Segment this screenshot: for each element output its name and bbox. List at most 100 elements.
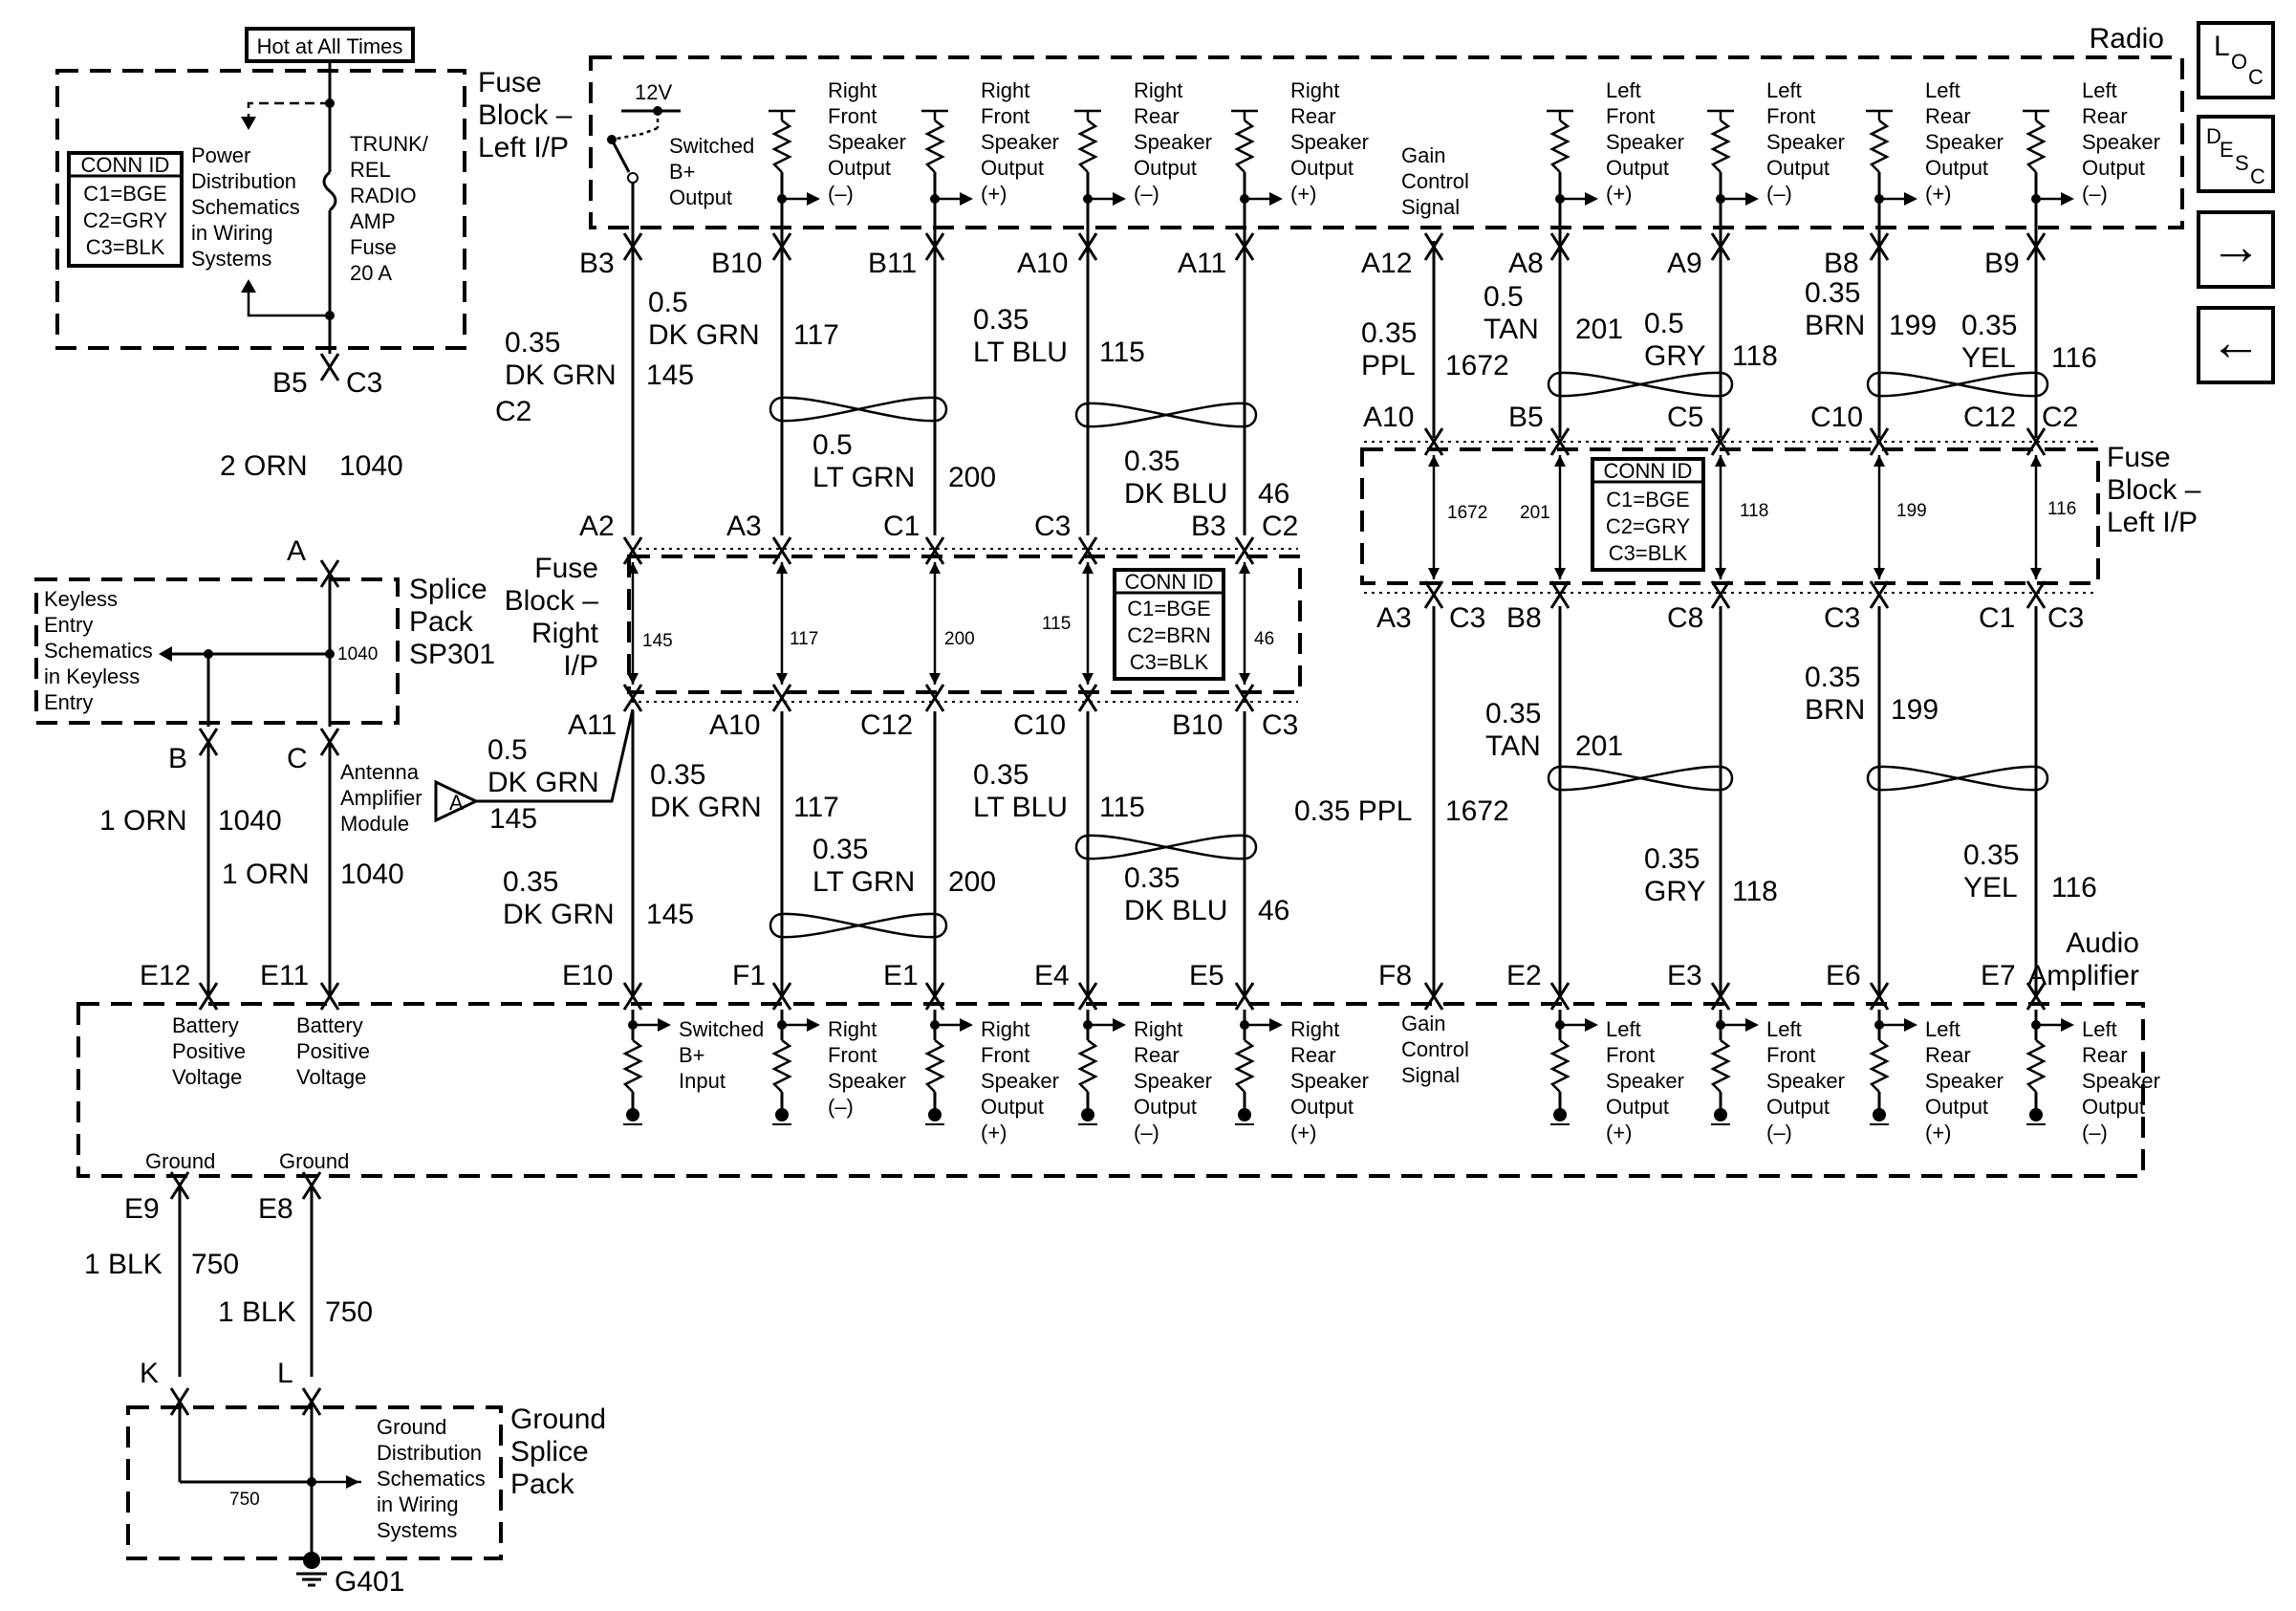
radio-output-label: Right (1134, 78, 1182, 102)
svg-text:0.35: 0.35 (1805, 662, 1860, 693)
svg-text:BRN: BRN (1805, 310, 1865, 341)
svg-text:C3: C3 (2047, 602, 2084, 634)
svg-text:TAN: TAN (1484, 314, 1539, 345)
fuse-block-right-top-pins: A2 A3 C1 C3 B3 C2 (579, 511, 1298, 542)
radio-output-label: Front (828, 104, 877, 128)
radio-output-label: (–) (1134, 182, 1159, 206)
svg-text:BRN: BRN (1805, 694, 1865, 726)
antenna-pin-a: A (449, 791, 464, 815)
svg-text:A3: A3 (1376, 602, 1412, 634)
svg-text:Schematics: Schematics (377, 1467, 486, 1491)
amp-input-label: (–) (1766, 1121, 1792, 1144)
svg-text:B10: B10 (1172, 709, 1223, 741)
amp-input-label: Left (1606, 1017, 1641, 1041)
fuse-block-left2-label: Fuse Block – Left I/P (2107, 442, 2201, 538)
svg-text:A2: A2 (579, 511, 615, 542)
svg-text:Output: Output (669, 185, 732, 209)
twisted-pair-symbol (1087, 834, 1245, 860)
radio-output-label: Rear (1290, 104, 1336, 128)
resistor-icon (1710, 120, 1731, 173)
amp-input-label: Output (1925, 1095, 1988, 1119)
conn-id-box-left-right: CONN ID C1=BGE C2=GRY C3=BLK (1591, 457, 1705, 572)
ground-distribution-label: Ground Distribution Schematics in Wiring… (377, 1415, 486, 1542)
previous-page-button[interactable]: ← (2197, 306, 2275, 384)
svg-text:E7: E7 (1981, 960, 2016, 991)
svg-text:B+: B+ (679, 1043, 705, 1067)
radio-gain-control-label: Gain Control Signal (1401, 143, 1469, 219)
svg-text:Ground: Ground (377, 1415, 446, 1439)
svg-text:C2=BRN: C2=BRN (1127, 623, 1210, 647)
svg-text:F8: F8 (1378, 960, 1412, 991)
amp-input-label: Front (981, 1043, 1029, 1067)
location-button[interactable]: L O C (2197, 21, 2275, 99)
svg-text:Block –: Block – (505, 585, 599, 617)
svg-text:DK GRN: DK GRN (650, 792, 762, 823)
resistor-icon (1234, 1039, 1255, 1093)
upper-wire-labels: 0.35 DK GRN 145 0.5 DK GRN 117 0.5 LT GR… (505, 277, 2097, 510)
svg-text:C2: C2 (1262, 511, 1298, 542)
svg-text:Schematics: Schematics (191, 195, 300, 219)
radio-output-label: Output (981, 156, 1044, 180)
connector-cavity (1423, 592, 1444, 609)
twisted-pair-symbol (1559, 765, 1722, 792)
connector-cavity (622, 993, 643, 1011)
connector-cavity (1549, 244, 1570, 261)
pin-l: L (277, 1358, 293, 1389)
twisted-pair-symbol (769, 396, 783, 423)
svg-text:E4: E4 (1034, 960, 1070, 991)
ground-icon (2029, 1108, 2043, 1121)
svg-text:REL: REL (350, 158, 391, 182)
svg-text:C12: C12 (860, 709, 913, 741)
svg-text:Antenna: Antenna (340, 760, 420, 784)
svg-text:B8: B8 (1506, 602, 1542, 634)
twisted-pair-symbol (2035, 765, 2049, 792)
svg-text:0.5: 0.5 (1644, 308, 1684, 339)
hot-at-all-times-label: Hot at All Times (257, 34, 403, 58)
next-page-button[interactable]: → (2197, 210, 2275, 289)
radio-output-label: Speaker (1134, 130, 1212, 154)
ground-icon (626, 1108, 639, 1121)
connector-cavity (1710, 592, 1731, 609)
description-button[interactable]: D E S C (2197, 115, 2275, 193)
pin-e8: E8 (258, 1193, 293, 1225)
wire-circuit-1040: 1040 (339, 450, 403, 482)
twisted-pair-symbol (1244, 402, 1258, 428)
svg-text:C10: C10 (1810, 402, 1863, 433)
connector-cavity (622, 548, 643, 565)
radio-pins: B3 B10 B11 A10 A11 A12 A8 A9 B8 B9 (579, 248, 2020, 279)
svg-text:Entry: Entry (44, 613, 93, 637)
amp-input-label: Speaker (2082, 1069, 2160, 1093)
svg-text:200: 200 (948, 866, 996, 898)
svg-text:0.35: 0.35 (503, 866, 558, 898)
connector-cavity (319, 364, 340, 381)
svg-text:200: 200 (948, 462, 996, 493)
pin-a: A (287, 535, 306, 567)
svg-text:Battery: Battery (296, 1013, 363, 1037)
svg-text:E10: E10 (562, 960, 613, 991)
svg-text:C3=BLK: C3=BLK (86, 235, 165, 259)
arrow-left-icon: ← (2210, 314, 2262, 371)
pin-b5: B5 (272, 367, 308, 399)
amp-gain-control-label: Gain Control Signal (1401, 1012, 1469, 1087)
amp-input-label: Output (1134, 1095, 1197, 1119)
svg-text:Switched: Switched (669, 134, 754, 158)
ground-symbol-icon (296, 1552, 327, 1587)
radio-output-label: Right (981, 78, 1029, 102)
splice-pack-sp301-box (34, 577, 400, 725)
svg-text:116: 116 (2047, 499, 2076, 519)
radio-label: Radio (2090, 23, 2164, 54)
svg-text:Systems: Systems (191, 247, 271, 271)
wire-circuit-750-a: 750 (191, 1249, 239, 1280)
svg-text:201: 201 (1575, 730, 1623, 762)
svg-text:A10: A10 (709, 709, 760, 741)
svg-text:Switched: Switched (679, 1017, 764, 1041)
svg-text:CONN ID: CONN ID (81, 153, 170, 177)
svg-text:in Keyless: in Keyless (44, 664, 140, 688)
svg-text:LT GRN: LT GRN (812, 866, 915, 898)
radio-output-label: Front (1766, 104, 1815, 128)
svg-text:0.35: 0.35 (1805, 277, 1860, 309)
svg-text:B3: B3 (1191, 511, 1226, 542)
svg-text:0.35: 0.35 (650, 759, 705, 791)
connector-cavity (2025, 244, 2047, 261)
